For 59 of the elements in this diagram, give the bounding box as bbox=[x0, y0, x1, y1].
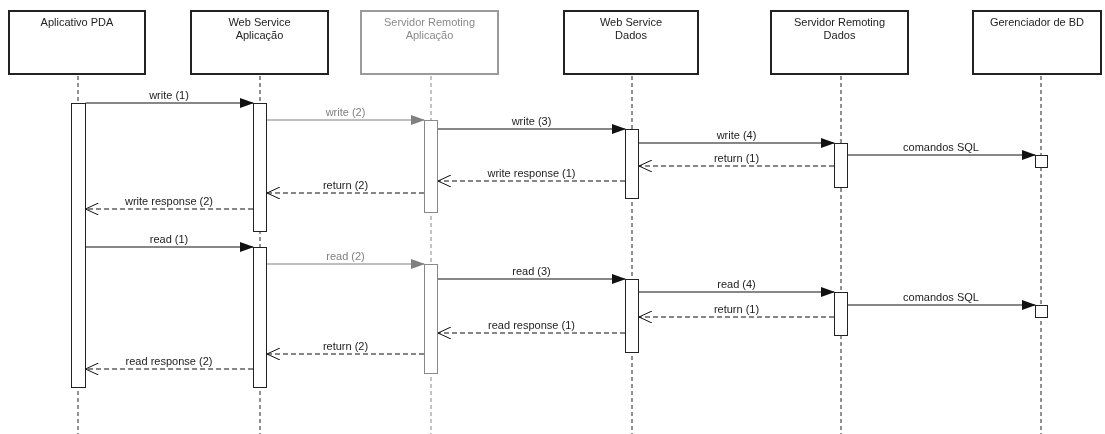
participant-name: Aplicativo PDA bbox=[40, 16, 114, 29]
activation-bar bbox=[834, 292, 848, 336]
participant-name: Web Service Aplicação bbox=[227, 16, 292, 42]
edge-label: comandos SQL bbox=[901, 141, 981, 153]
activation-bar bbox=[253, 103, 267, 232]
participant-name: Gerenciador de BD bbox=[989, 16, 1085, 29]
edge-label: read (4) bbox=[715, 278, 758, 290]
edge-label: return (1) bbox=[711, 152, 762, 164]
message-arrow bbox=[84, 242, 254, 252]
return-arrow bbox=[437, 174, 626, 188]
edge-label: write (1) bbox=[147, 89, 191, 101]
message-arrow bbox=[638, 138, 835, 148]
participant-name: Servidor Remoting Aplicação bbox=[382, 16, 477, 42]
edge-label: read (2) bbox=[324, 250, 367, 262]
message-arrow bbox=[638, 287, 835, 297]
edge-label: read response (2) bbox=[123, 355, 215, 367]
participant-name: Servidor Remoting Dados bbox=[792, 16, 887, 42]
edge-label: return (2) bbox=[320, 179, 371, 191]
activation-bar bbox=[424, 120, 438, 213]
message-arrow bbox=[437, 124, 626, 134]
activation-box bbox=[1034, 305, 1048, 318]
edge-label: return (1) bbox=[711, 303, 762, 315]
return-arrow bbox=[437, 326, 626, 340]
edge-label: read response (1) bbox=[486, 319, 577, 331]
activation-box bbox=[1034, 155, 1048, 168]
return-arrow bbox=[266, 347, 425, 361]
activation-bar bbox=[424, 264, 438, 374]
activation-bar bbox=[834, 143, 848, 188]
message-arrow bbox=[266, 259, 425, 269]
edge-label: write response (2) bbox=[123, 195, 215, 207]
participant-box bbox=[8, 10, 146, 75]
edge-label: write (4) bbox=[714, 129, 759, 141]
edge-label: read (3) bbox=[510, 265, 553, 277]
return-arrow bbox=[84, 362, 254, 376]
participant-box bbox=[190, 10, 329, 75]
edge-label: write (3) bbox=[509, 115, 554, 127]
edge-label: read (1) bbox=[147, 233, 191, 245]
activation-bar bbox=[625, 129, 639, 199]
return-arrow bbox=[638, 310, 835, 324]
edge-label: return (2) bbox=[320, 340, 371, 352]
participant-box bbox=[972, 10, 1102, 75]
edge-label: comandos SQL bbox=[901, 291, 981, 303]
message-arrow bbox=[437, 274, 626, 284]
participant-name: Web Service Dados bbox=[598, 16, 664, 42]
message-arrow bbox=[847, 150, 1036, 160]
participant-box bbox=[770, 10, 909, 75]
edge-label: write response (1) bbox=[485, 167, 578, 179]
return-arrow bbox=[638, 159, 835, 173]
return-arrow bbox=[84, 202, 254, 216]
activation-bar bbox=[625, 279, 639, 353]
activation-bar bbox=[253, 247, 267, 388]
return-arrow bbox=[266, 186, 425, 200]
message-arrow bbox=[84, 98, 254, 108]
message-arrow bbox=[847, 300, 1036, 310]
edge-label: write (2) bbox=[323, 106, 368, 118]
participant-box bbox=[360, 10, 499, 75]
participant-box bbox=[563, 10, 699, 75]
activation-bar bbox=[70, 103, 86, 388]
message-arrow bbox=[266, 115, 425, 125]
